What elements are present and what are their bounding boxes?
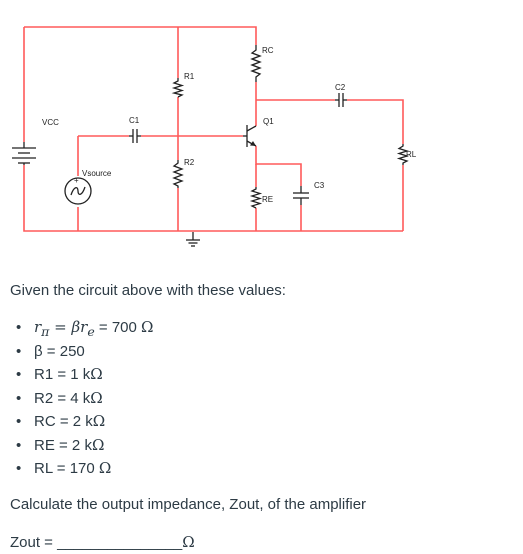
answer-label: Zout = [10,534,58,551]
ac-source-vsource: + Vsource [64,169,112,205]
capacitor-c2: C2 [335,83,347,107]
ground-icon [186,232,200,247]
resistor-re: RE [249,187,273,209]
label-c2: C2 [335,83,346,92]
value-r2: R2 = 4 kΩ [10,387,153,411]
label-re: RE [262,195,273,204]
label-c3: C3 [314,181,325,190]
resistor-r1: R1 [171,72,195,98]
label-q1: Q1 [263,117,274,126]
label-r2: R2 [184,158,195,167]
label-rc: RC [262,46,274,55]
ohm-symbol: Ω [141,318,154,336]
answer-blank[interactable]: _______________ [57,534,183,551]
label-c1: C1 [129,116,140,125]
transistor-q1: Q1 [243,117,274,147]
ohm-symbol: Ω [90,388,103,407]
ohm-symbol: Ω [182,533,195,551]
ohm-symbol: Ω [98,459,112,477]
plus-icon: + [74,176,79,185]
circuit-diagram: RC R1 R2 RE RL C1 C2 C [12,26,417,247]
ohm-symbol: Ω [91,435,105,454]
value-rc: RC = 2 kΩ [10,410,153,434]
emitter-arrow-icon [250,141,256,146]
label-r1: R1 [184,72,195,81]
ohm-symbol: Ω [92,412,106,430]
value-beta: β = 250 [10,340,153,364]
question-prompt: Calculate the output impedance, Zout, of… [10,496,367,513]
resistor-r2: R2 [172,158,195,188]
value-r1: R1 = 1 kΩ [10,363,153,387]
value-rl: RL = 170 Ω [10,457,153,481]
label-vsource: Vsource [82,169,112,178]
capacitor-c3: C3 [293,181,325,205]
value-re: RE = 2 kΩ [10,434,153,458]
capacitor-c1: C1 [129,116,141,143]
resistor-rc: RC [250,45,274,82]
resistor-rl: RL [396,144,417,165]
ohm-symbol: Ω [90,365,103,383]
label-rl: RL [406,150,417,159]
given-values-list: rπ = βre = 700 Ω β = 250 R1 = 1 kΩ R2 = … [10,316,153,481]
circuit-wires [23,26,404,232]
value-rpi: rπ = βre = 700 Ω [10,316,153,340]
question-intro: Given the circuit above with these value… [10,282,286,299]
answer-line: Zout = _______________Ω [10,533,195,551]
label-vcc: VCC [42,118,59,127]
battery-vcc: VCC [12,118,59,165]
